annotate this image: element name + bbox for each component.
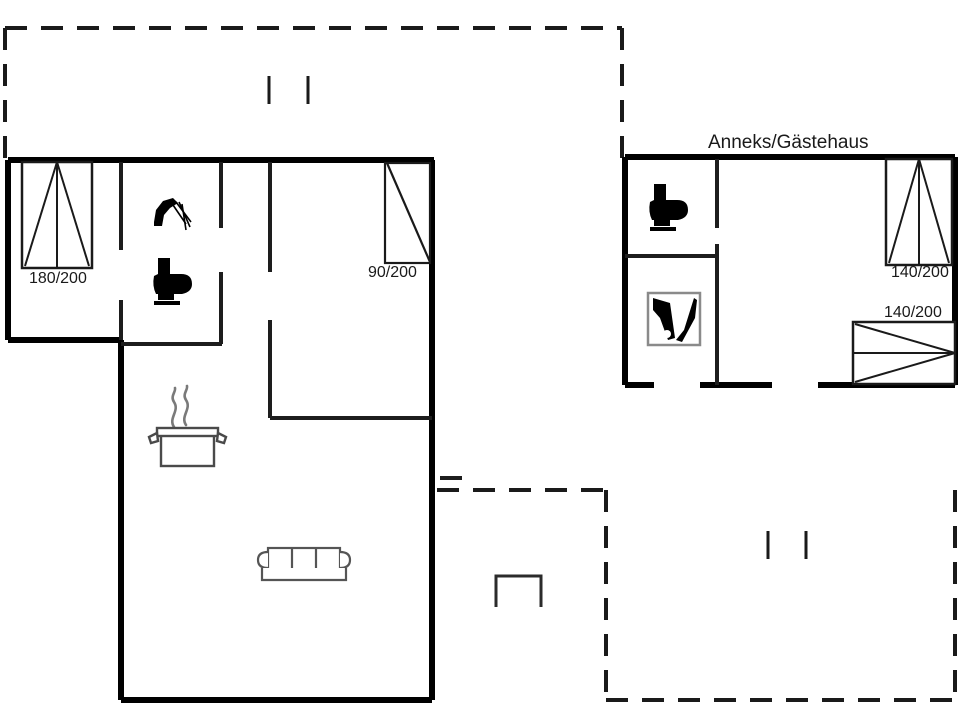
steam-line-left bbox=[171, 386, 177, 429]
cooking-pot-icon bbox=[147, 384, 228, 468]
toilet-icon bbox=[153, 258, 192, 305]
shower-cabin-drain bbox=[663, 330, 671, 338]
table-icon bbox=[494, 574, 543, 607]
annex-toilet-shape bbox=[649, 184, 688, 226]
table-outline bbox=[494, 574, 543, 607]
annex-title-label: Anneks/Gästehaus bbox=[708, 132, 869, 153]
sofa-icon bbox=[256, 546, 352, 582]
pot-lid-shape bbox=[155, 426, 220, 438]
annex-toilet-icon bbox=[649, 184, 688, 231]
steam-line-right bbox=[183, 384, 189, 427]
annex-bed-horizontal-icon bbox=[851, 320, 957, 386]
shower-arm-shape bbox=[154, 198, 178, 226]
pot-handle-left bbox=[147, 431, 160, 445]
annex-bed-diag-left-vertical bbox=[888, 158, 920, 264]
toilet-base bbox=[154, 301, 180, 305]
annex-toilet-base bbox=[650, 227, 676, 231]
shower-cabin-figure-left bbox=[653, 298, 675, 340]
toilet-shape bbox=[153, 258, 192, 300]
door-swing-leaf bbox=[385, 162, 432, 263]
terrace-boundary-north bbox=[3, 26, 624, 158]
sofa-backrest bbox=[266, 546, 342, 572]
annex-bed-diag-right-vertical bbox=[918, 158, 950, 264]
terrace-boundary-southeast bbox=[437, 488, 957, 702]
annex-shower-cabin-icon bbox=[646, 291, 702, 347]
double-bed-icon bbox=[20, 160, 94, 270]
bed-diagonal-left-master bbox=[24, 161, 58, 267]
main-house-partitions bbox=[119, 162, 462, 480]
annex-bed-diag-top-horizontal bbox=[854, 323, 956, 354]
main-house-walls bbox=[5, 157, 435, 703]
door-dimension-label-main: 90/200 bbox=[368, 264, 417, 281]
shower-spray-lines bbox=[172, 201, 192, 231]
bed-diagonal-right-master bbox=[56, 161, 90, 267]
terrace-southeast-tick-marks bbox=[766, 531, 808, 559]
bed-dimension-label-master: 180/200 bbox=[29, 270, 87, 287]
annex-bed-diag-bottom-horizontal bbox=[854, 352, 956, 383]
annex-bed-horizontal-dimension-label: 140/200 bbox=[884, 304, 942, 321]
annex-bed-vertical-dimension-label: 140/200 bbox=[891, 264, 949, 281]
pot-handle-right bbox=[215, 431, 228, 445]
door-swing-icon bbox=[383, 161, 432, 265]
sofa-seat-front bbox=[260, 568, 348, 582]
pot-body-shape bbox=[159, 432, 216, 468]
annex-bed-vertical-icon bbox=[884, 157, 954, 267]
sofa-arm-left bbox=[256, 550, 269, 570]
sofa-arm-right bbox=[339, 550, 352, 570]
shower-icon bbox=[154, 198, 192, 231]
annex-partitions bbox=[625, 159, 719, 385]
terrace-north-tick-marks bbox=[267, 76, 310, 104]
shower-cabin-figure-right bbox=[676, 298, 697, 342]
